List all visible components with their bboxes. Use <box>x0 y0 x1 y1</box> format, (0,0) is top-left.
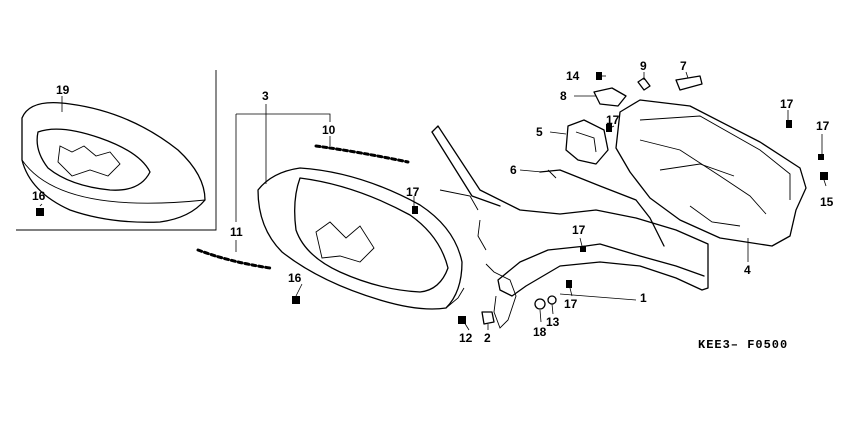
callout-17-right-top: 17 <box>780 97 794 111</box>
callout-17-right: 17 <box>816 119 830 133</box>
part-9-grommet <box>637 77 651 91</box>
callout-11: 11 <box>230 225 243 239</box>
part-19-front-cover <box>21 101 206 223</box>
part-1-handlebar <box>431 125 709 329</box>
callout-1: 1 <box>640 291 647 305</box>
part-3-handle-cover <box>257 167 465 310</box>
callout-17-left: 17 <box>406 185 420 199</box>
callout-18: 18 <box>533 325 547 339</box>
callout-14: 14 <box>566 69 580 83</box>
callout-labels: 19 16 3 10 11 16 17 12 2 18 13 17 17 1 6… <box>32 59 834 345</box>
part-10-seal-strip <box>314 144 410 164</box>
part-11-seal-strip <box>196 248 272 270</box>
callout-17-lower: 17 <box>564 297 578 311</box>
callout-17-switch: 17 <box>606 113 620 127</box>
callout-5: 5 <box>536 125 543 139</box>
callout-16-inset: 16 <box>32 189 46 203</box>
callout-8: 8 <box>560 89 567 103</box>
callout-7: 7 <box>680 59 687 73</box>
callout-15: 15 <box>820 195 834 209</box>
callout-10: 10 <box>322 123 336 137</box>
bolts-group <box>36 72 828 325</box>
callout-12: 12 <box>459 331 473 345</box>
callout-2: 2 <box>484 331 491 345</box>
part-6-cable <box>539 169 665 247</box>
part-8-bracket <box>593 87 627 107</box>
callout-17-mid: 17 <box>572 223 586 237</box>
part-5-switch <box>565 119 609 165</box>
callout-3: 3 <box>262 89 269 103</box>
callout-6: 6 <box>510 163 517 177</box>
callout-4: 4 <box>744 263 751 277</box>
leader-lines <box>39 71 827 331</box>
drawing-code: KEE3– F0500 <box>698 338 788 352</box>
callout-16: 16 <box>288 271 302 285</box>
callout-9: 9 <box>640 59 647 73</box>
part-4-rear-cover <box>615 99 807 247</box>
part-7-cap <box>675 75 703 91</box>
callout-13: 13 <box>546 315 560 329</box>
callout-19: 19 <box>56 83 70 97</box>
inset-frame <box>16 70 217 231</box>
